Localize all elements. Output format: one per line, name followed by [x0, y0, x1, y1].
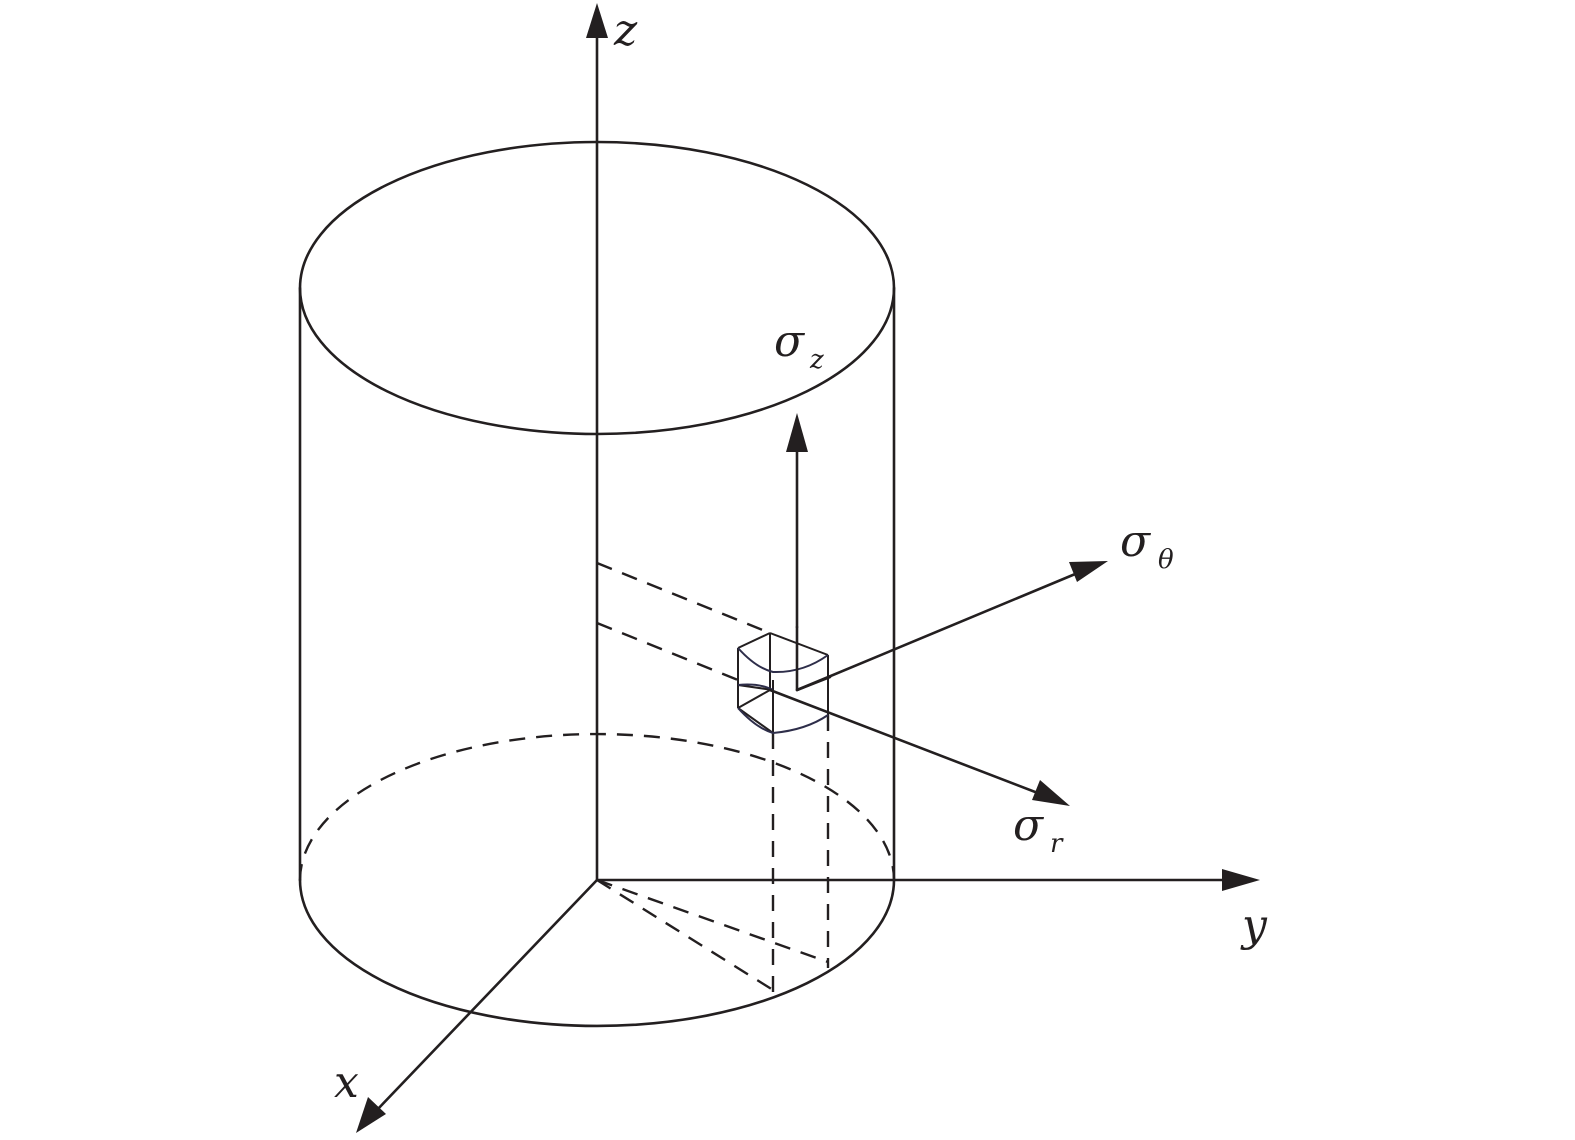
z-axis-arrowhead: [586, 3, 608, 38]
sigma-z-label: σ: [774, 316, 806, 367]
sigma-theta-label: σ: [1120, 516, 1152, 567]
element-edge: [737, 632, 771, 649]
element-edge: [769, 632, 829, 656]
x-axis-label: x: [334, 1057, 359, 1108]
labels: z y x σ z σ θ σ r: [334, 5, 1268, 1108]
coordinate-axes: [356, 3, 1260, 1133]
sigma-z-subscript: z: [809, 345, 824, 375]
sigma-theta-subscript: θ: [1158, 545, 1174, 575]
element-edge: [737, 684, 774, 691]
base-projection-line-1: [596, 878, 774, 992]
cylinder-bottom-front-arc: [298, 878, 896, 1028]
upper-projection-line-2: [596, 621, 739, 682]
y-axis-arrowhead: [1222, 869, 1260, 891]
base-projection-line-2: [596, 878, 829, 964]
element-curved-edge: [737, 647, 829, 674]
x-axis-arrowhead: [356, 1097, 386, 1133]
projection-lines: [596, 561, 830, 1000]
sigma-r-arrow: [768, 688, 1045, 797]
element-edge: [737, 689, 771, 709]
z-axis-label: z: [613, 5, 638, 56]
sigma-z-arrowhead: [786, 413, 808, 452]
upper-projection-line-1: [596, 561, 771, 635]
element-curved-edge: [737, 707, 829, 735]
element-notch: [795, 625, 832, 692]
x-axis: [374, 878, 599, 1113]
sigma-r-label: σ: [1013, 800, 1045, 851]
stress-arrows: [768, 413, 1108, 806]
sigma-theta-arrowhead: [1069, 561, 1108, 582]
y-axis-label: y: [1240, 900, 1268, 951]
element-edge: [737, 707, 774, 734]
sigma-theta-arrow: [795, 570, 1082, 692]
stress-element: [737, 625, 832, 735]
sigma-r-arrowhead: [1032, 780, 1070, 806]
sigma-r-subscript: r: [1050, 829, 1064, 859]
